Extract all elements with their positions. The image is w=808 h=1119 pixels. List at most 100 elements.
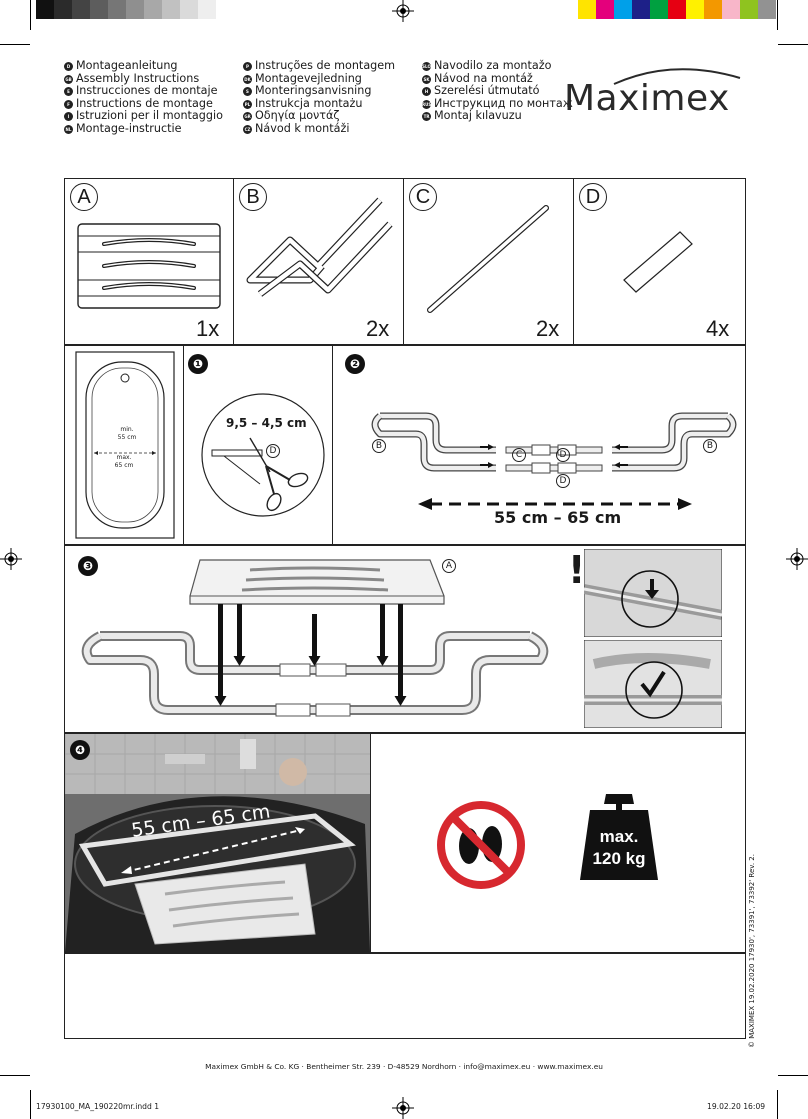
warning-exclamation: ! bbox=[568, 548, 586, 592]
tub-max-value: 65 cm bbox=[114, 462, 134, 469]
logo-swoosh-icon bbox=[613, 68, 741, 85]
gray-swatch bbox=[54, 0, 72, 19]
step-1-number: ❶ bbox=[188, 354, 208, 374]
step-4-frame bbox=[64, 733, 746, 953]
gray-swatch bbox=[108, 0, 126, 19]
language-label: Instruções de montagem bbox=[255, 59, 396, 72]
seat-mounting-diagram bbox=[81, 559, 549, 717]
wrong-position-photo bbox=[584, 549, 722, 637]
max-weight-line1: max. bbox=[599, 827, 639, 846]
frame-assembly-diagram bbox=[371, 412, 737, 474]
tub-min-value: 55 cm bbox=[117, 434, 137, 441]
color-swatch bbox=[722, 0, 740, 19]
color-swatch bbox=[596, 0, 614, 19]
country-badge-icon: P bbox=[243, 62, 252, 71]
gray-swatch bbox=[72, 0, 90, 19]
tub-max-label: max. bbox=[116, 454, 132, 461]
label-a-step3: A bbox=[442, 559, 456, 573]
correct-position-photo bbox=[584, 640, 722, 728]
copyright-note: © MAXIMEX 19.02.2020 17930', 73391', 733… bbox=[748, 854, 756, 1048]
crop-mark bbox=[30, 1090, 31, 1119]
language-label: Instrukcja montażu bbox=[255, 96, 363, 110]
gray-swatch bbox=[162, 0, 180, 19]
language-label: Istruzioni per il montaggio bbox=[76, 109, 223, 123]
part-letter-d: D bbox=[579, 183, 607, 211]
company-footer: Maximex GmbH & Co. KG · Bentheimer Str. … bbox=[205, 1062, 603, 1071]
color-swatch bbox=[614, 0, 632, 19]
language-label: Montage-instructie bbox=[76, 121, 182, 135]
label-d-bottom: D bbox=[556, 474, 570, 488]
language-label: Assembly Instructions bbox=[76, 71, 200, 85]
language-label: Szerelési útmutató bbox=[434, 84, 540, 98]
label-d-step1: D bbox=[266, 444, 280, 458]
cut-measure-label: 9,5 – 4,5 cm bbox=[226, 416, 307, 430]
language-label: Инструкцид по монтаж bbox=[434, 96, 573, 110]
color-swatch bbox=[650, 0, 668, 19]
crop-mark bbox=[30, 0, 31, 30]
steps-1-2-frame bbox=[64, 345, 746, 545]
color-swatch bbox=[686, 0, 704, 19]
country-badge-icon: F bbox=[64, 99, 73, 109]
tub-min-label: min. bbox=[120, 426, 134, 433]
language-label: Návod na montáž bbox=[434, 71, 533, 85]
label-d-top: D bbox=[556, 448, 570, 462]
step-3-frame bbox=[64, 545, 746, 733]
color-swatch bbox=[740, 0, 758, 19]
frame-part-illustration bbox=[246, 197, 393, 297]
label-b-left: B bbox=[372, 439, 386, 453]
country-badge-icon: RUS bbox=[422, 99, 432, 109]
gray-swatch bbox=[126, 0, 144, 19]
no-standing-icon bbox=[437, 801, 525, 889]
gray-swatch bbox=[90, 0, 108, 19]
seat-part-illustration bbox=[77, 223, 221, 309]
max-weight-icon bbox=[580, 794, 658, 880]
country-badge-icon: SLO bbox=[422, 62, 431, 71]
country-badge-icon: H bbox=[422, 87, 431, 97]
country-badge-icon: D bbox=[64, 62, 73, 71]
part-qty-a: 1x bbox=[196, 316, 220, 341]
part-qty-b: 2x bbox=[366, 316, 390, 341]
color-swatch bbox=[578, 0, 596, 19]
step2-range-label: 55 cm – 65 cm bbox=[494, 508, 622, 527]
gray-swatch bbox=[180, 0, 198, 19]
language-label: Οδηγία μοντάζ bbox=[255, 109, 340, 123]
language-label: Návod k montáži bbox=[255, 121, 350, 135]
language-label: Montageanleitung bbox=[76, 59, 178, 72]
language-label: Navodilo za montažo bbox=[434, 59, 552, 72]
part-qty-d: 4x bbox=[706, 316, 730, 341]
crop-mark bbox=[777, 1090, 778, 1119]
country-badge-icon: NL bbox=[64, 124, 73, 134]
registration-mark-icon bbox=[786, 548, 808, 570]
step-2-number: ❷ bbox=[345, 354, 365, 374]
gray-swatch bbox=[36, 0, 54, 19]
part-qty-c: 2x bbox=[536, 316, 560, 341]
rod-part-illustration bbox=[427, 205, 549, 313]
country-badge-icon: E bbox=[64, 87, 73, 97]
country-badge-icon: GR bbox=[243, 112, 252, 122]
language-label: Instrucciones de montaje bbox=[76, 84, 218, 98]
crop-mark bbox=[778, 44, 808, 45]
color-swatch bbox=[758, 0, 776, 19]
date-slug: 19.02.20 16:09 bbox=[707, 1102, 766, 1111]
country-badge-icon: SK bbox=[422, 74, 431, 84]
crop-mark bbox=[0, 44, 30, 45]
language-label: Montagevejledning bbox=[255, 71, 362, 85]
language-label: Monteringsanvisning bbox=[255, 84, 372, 98]
country-badge-icon: I bbox=[64, 112, 73, 122]
file-slug: 17930100_MA_190220mr.indd 1 bbox=[36, 1102, 160, 1111]
